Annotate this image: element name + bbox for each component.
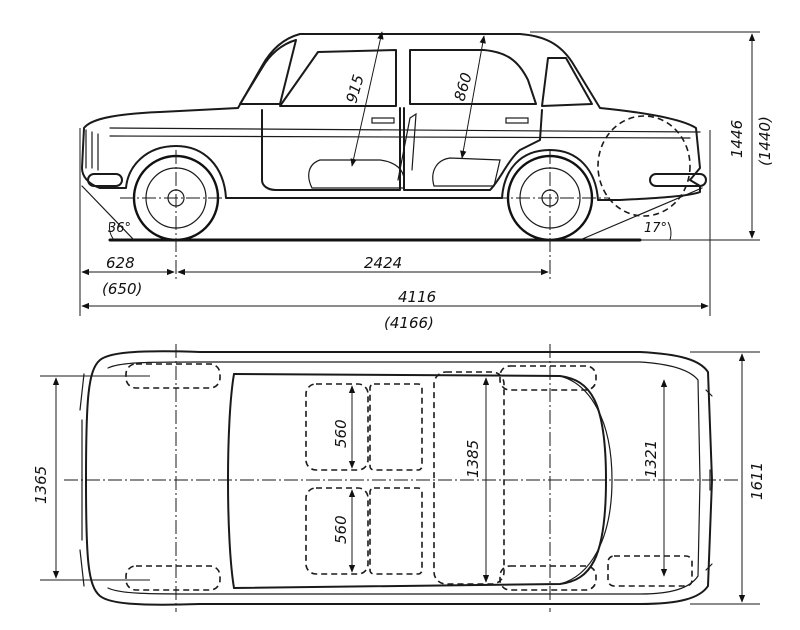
top-spare-tyre <box>607 555 693 587</box>
height-label: 1446 <box>728 120 746 158</box>
interior-width-label: 1385 <box>464 440 482 478</box>
front-right-seat <box>305 487 369 575</box>
rear-bumper-top <box>705 389 713 571</box>
side-view: 36° 17° 915 860 1446 (1440) 628 (650) 24… <box>79 31 774 332</box>
front-left-seat-width-label: 560 <box>332 419 350 448</box>
front-seatback <box>397 112 417 181</box>
rear-window-top <box>559 375 613 585</box>
rear-window <box>541 57 593 107</box>
approach-angle-label: 36° <box>108 221 131 236</box>
departure-angle-label: 17° <box>644 221 667 236</box>
front-overhang-label: 628 <box>106 254 135 272</box>
front-bumper <box>87 173 123 187</box>
front-door-handle <box>371 117 395 124</box>
overall-width-label: 1611 <box>748 462 766 500</box>
rear-bumper <box>649 173 707 187</box>
rear-seat <box>432 157 501 187</box>
rear-bench <box>433 371 505 585</box>
height-alt-label: (1440) <box>756 116 774 166</box>
top-view: 1365 1611 1321 1385 560 560 <box>32 344 766 612</box>
front-bumper-top <box>79 373 85 587</box>
overall-length-alt-label: (4166) <box>384 314 434 332</box>
front-seat <box>308 159 405 189</box>
front-track-label: 1365 <box>32 466 50 504</box>
front-headroom-line <box>350 31 384 167</box>
front-door <box>261 107 401 191</box>
top-windshield <box>227 373 235 589</box>
front-right-seatback <box>369 487 423 575</box>
rear-door-handle <box>505 117 529 124</box>
front-left-seat <box>305 383 369 471</box>
rear-headroom-label: 860 <box>451 71 476 103</box>
departure-angle-line <box>579 187 703 241</box>
front-right-seat-width-label: 560 <box>332 515 350 544</box>
departure-arc <box>667 221 672 241</box>
spare-tyre <box>597 115 691 217</box>
top-front-right-wheel <box>125 565 221 591</box>
top-body-inner <box>107 361 701 595</box>
approach-arc <box>109 221 115 241</box>
side-body-outline <box>81 33 701 201</box>
front-window <box>279 49 397 107</box>
front-left-seatback <box>369 383 423 471</box>
front-overhang-alt-label: (650) <box>102 280 142 298</box>
rear-door-window <box>409 49 537 105</box>
windshield <box>239 39 297 105</box>
front-headroom-label: 915 <box>343 73 368 105</box>
wheelbase-label: 2424 <box>364 254 402 272</box>
rear-track-label: 1321 <box>642 440 660 478</box>
top-rear-left-wheel <box>499 365 597 391</box>
overall-length-label: 4116 <box>398 288 436 306</box>
top-rear-right-wheel <box>499 565 597 591</box>
approach-angle-line <box>81 185 135 241</box>
front-grille <box>85 129 99 171</box>
rear-headroom-line <box>460 35 486 159</box>
rear-door <box>403 107 543 191</box>
